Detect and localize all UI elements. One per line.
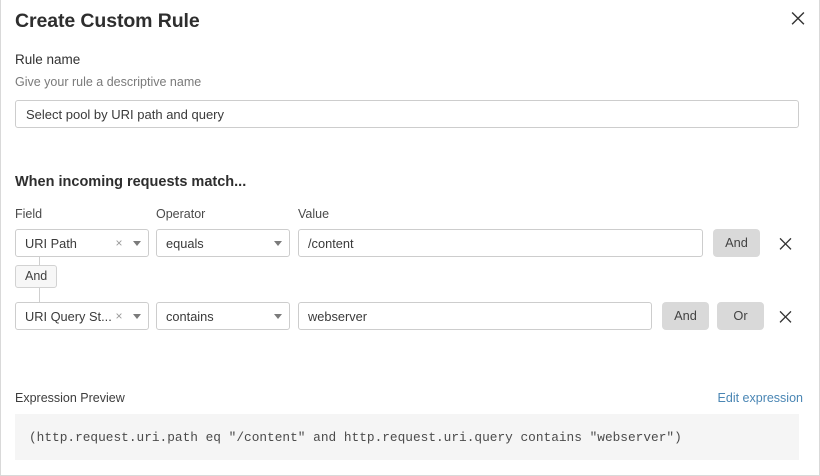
expression-preview-code: (http.request.uri.path eq "/content" and… [15, 414, 799, 460]
clear-icon[interactable]: × [115, 309, 123, 323]
match-section-heading: When incoming requests match... [15, 174, 247, 190]
column-header-operator: Operator [156, 207, 206, 221]
condition-connector: And [15, 257, 135, 302]
close-icon [779, 237, 791, 250]
and-button-1[interactable]: And [713, 229, 760, 257]
page-title: Create Custom Rule [15, 10, 200, 32]
operator-select-1[interactable]: equals [156, 229, 290, 257]
close-dialog-button[interactable] [786, 6, 810, 30]
field-select-2[interactable]: URI Query St... × [15, 302, 149, 330]
chevron-down-icon[interactable] [126, 240, 148, 246]
close-icon [791, 12, 805, 25]
close-icon [779, 310, 791, 323]
connector-and-badge[interactable]: And [15, 265, 58, 288]
or-button-2[interactable]: Or [717, 302, 764, 330]
clear-icon[interactable]: × [115, 236, 123, 250]
delete-condition-button-2[interactable] [775, 302, 795, 330]
value-input-2[interactable] [298, 302, 652, 330]
chevron-down-icon[interactable] [267, 313, 289, 319]
rule-name-label: Rule name [15, 52, 81, 67]
and-button-2[interactable]: And [662, 302, 709, 330]
column-header-field: Field [15, 207, 43, 221]
operator-select-2[interactable]: contains [156, 302, 290, 330]
field-select-1-value: URI Path [25, 235, 77, 251]
expression-preview-label: Expression Preview [15, 391, 125, 405]
chevron-down-icon[interactable] [267, 240, 289, 246]
value-input-1[interactable] [298, 229, 703, 257]
chevron-down-icon[interactable] [126, 313, 148, 319]
field-select-2-value: URI Query St... [25, 308, 112, 324]
delete-condition-button-1[interactable] [775, 229, 795, 257]
edit-expression-link[interactable]: Edit expression [717, 391, 803, 405]
rule-name-hint: Give your rule a descriptive name [15, 75, 202, 89]
column-header-value: Value [298, 207, 330, 221]
field-select-1[interactable]: URI Path × [15, 229, 149, 257]
rule-name-input[interactable] [15, 100, 799, 128]
operator-select-1-value: equals [166, 235, 204, 251]
operator-select-2-value: contains [166, 308, 214, 324]
